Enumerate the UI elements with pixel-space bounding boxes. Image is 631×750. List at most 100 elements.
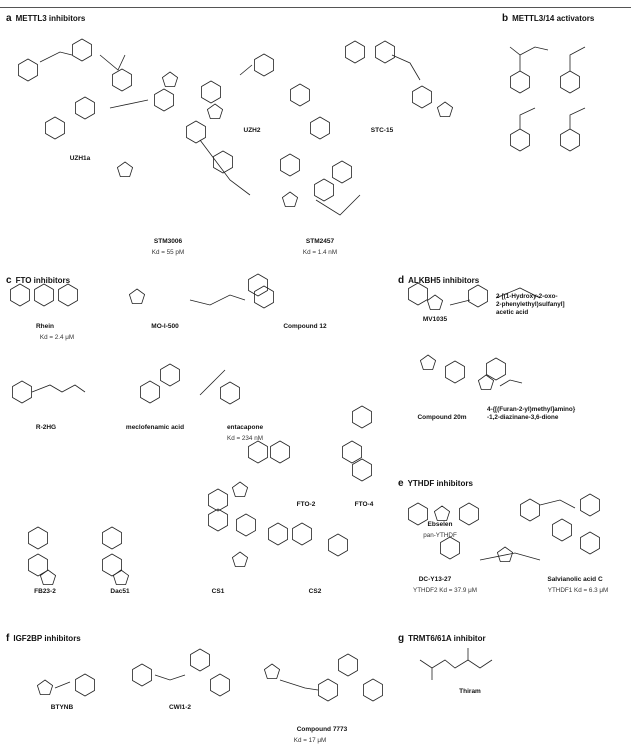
compound-label: STC-15 bbox=[370, 127, 394, 134]
bond bbox=[449, 299, 471, 306]
ring bbox=[436, 101, 454, 117]
compound-label: Ebselen bbox=[427, 521, 453, 528]
bond bbox=[479, 552, 541, 561]
compound-label: Compound 12 bbox=[283, 323, 327, 330]
ring bbox=[36, 679, 54, 695]
bond bbox=[539, 499, 576, 509]
ring bbox=[231, 481, 249, 497]
ring bbox=[58, 283, 78, 307]
ring bbox=[160, 363, 180, 387]
compound-label: UZH1a bbox=[69, 155, 91, 162]
compound-label: Salvianolic acid C bbox=[547, 576, 603, 583]
ring bbox=[75, 673, 95, 697]
ring bbox=[290, 83, 310, 107]
ring bbox=[28, 553, 48, 577]
ring bbox=[248, 273, 268, 297]
label-line: 2-phenylethyl)sulfanyl] bbox=[496, 301, 565, 308]
ring bbox=[112, 569, 130, 585]
bond bbox=[54, 681, 71, 689]
compound-label: BTYNB bbox=[50, 704, 74, 711]
bond bbox=[509, 46, 521, 71]
ring bbox=[190, 648, 210, 672]
panel-letter: d bbox=[398, 275, 405, 286]
bond bbox=[109, 99, 149, 109]
compound-kd: Kd = 55 pM bbox=[151, 249, 185, 256]
ring bbox=[220, 381, 240, 405]
compound-label: FTO-2 bbox=[296, 501, 316, 508]
compound-label: FTO-4 bbox=[354, 501, 374, 508]
bond bbox=[154, 674, 186, 681]
top-rule bbox=[0, 7, 631, 8]
ring bbox=[231, 551, 249, 567]
bond bbox=[99, 54, 126, 71]
label-line: 4-{[(Furan-2-yl)methyl]amino} bbox=[487, 406, 576, 413]
ring bbox=[332, 160, 352, 184]
ring bbox=[363, 678, 383, 702]
ring bbox=[496, 546, 514, 562]
compound-label: entacapone bbox=[226, 424, 264, 431]
ring bbox=[580, 531, 600, 555]
ring bbox=[263, 663, 281, 679]
bond bbox=[519, 107, 536, 129]
compound-kd: Kd = 17 μM bbox=[293, 737, 327, 744]
compound-label: 4-{[(Furan-2-yl)methyl]amino} -1,2-diazi… bbox=[487, 406, 575, 422]
ring bbox=[28, 526, 48, 550]
bond bbox=[391, 54, 421, 81]
ring bbox=[433, 505, 451, 521]
ring bbox=[459, 502, 479, 526]
compound-kd: Kd = 2.4 μM bbox=[39, 334, 75, 341]
compound-kd: Kd = 1.4 nM bbox=[302, 249, 338, 256]
ring bbox=[328, 533, 348, 557]
ring bbox=[254, 285, 274, 309]
compound-label: Compound 7773 bbox=[296, 726, 348, 733]
ring bbox=[292, 522, 312, 546]
compound-label: STM3006 bbox=[153, 238, 183, 245]
compound-label: MV1035 bbox=[422, 316, 448, 323]
compound-note: pan-YTHDF bbox=[423, 532, 457, 539]
ring bbox=[412, 85, 432, 109]
ring bbox=[102, 526, 122, 550]
bond bbox=[279, 679, 319, 691]
panel-letter: e bbox=[398, 478, 404, 489]
compound-label: STM2457 bbox=[305, 238, 335, 245]
ring bbox=[39, 569, 57, 585]
ring bbox=[314, 178, 334, 202]
ring bbox=[486, 357, 506, 381]
ring bbox=[128, 288, 146, 304]
ring bbox=[206, 103, 224, 119]
compound-label: Rhein bbox=[35, 323, 55, 330]
ring bbox=[112, 68, 132, 92]
ring bbox=[254, 53, 274, 77]
ring bbox=[468, 284, 488, 308]
ring bbox=[75, 96, 95, 120]
compound-kd: YTHDF1 Kd = 6.3 μM bbox=[547, 587, 609, 594]
ring bbox=[477, 374, 495, 390]
ring bbox=[161, 71, 179, 87]
ring bbox=[552, 518, 572, 542]
ring bbox=[510, 70, 530, 94]
compound-label: CS1 bbox=[211, 588, 225, 595]
ring bbox=[352, 405, 372, 429]
ring bbox=[208, 508, 228, 532]
ring bbox=[440, 536, 460, 560]
ring bbox=[345, 40, 365, 64]
ring bbox=[268, 522, 288, 546]
ring bbox=[201, 80, 221, 104]
bond bbox=[419, 659, 493, 669]
ring bbox=[310, 116, 330, 140]
bond bbox=[495, 287, 541, 299]
ring bbox=[248, 440, 268, 464]
panel-letter: g bbox=[398, 633, 405, 644]
ring bbox=[210, 673, 230, 697]
ring bbox=[45, 116, 65, 140]
panel-title: METTL3 inhibitors bbox=[15, 14, 86, 23]
ring bbox=[375, 40, 395, 64]
compound-label: DC-Y13-27 bbox=[418, 576, 452, 583]
bond bbox=[569, 107, 586, 129]
